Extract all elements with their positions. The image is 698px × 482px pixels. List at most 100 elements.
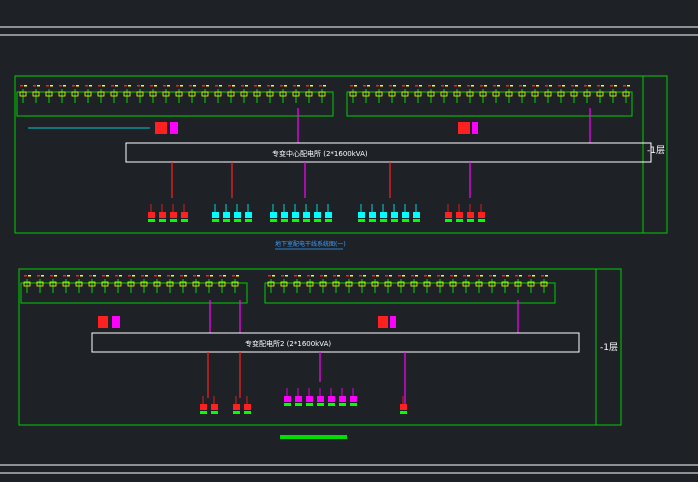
breaker-icon bbox=[218, 281, 226, 287]
panel-tag-mark bbox=[281, 275, 284, 277]
diagram-1-caption: 地下室配电干线系统图(一) bbox=[275, 240, 346, 248]
diagram-1-feeders bbox=[148, 162, 485, 222]
distribution-box-base bbox=[292, 219, 299, 222]
panel-tag-mark bbox=[202, 85, 205, 87]
transformer-icon bbox=[98, 316, 108, 328]
distribution-box-base bbox=[270, 219, 277, 222]
panel-tag-mark bbox=[171, 275, 174, 277]
panel-tag-mark bbox=[493, 85, 496, 87]
transformer-icon bbox=[378, 316, 388, 328]
distribution-box-icon bbox=[358, 212, 365, 218]
panel-tag-mark bbox=[102, 275, 105, 277]
panel-tag-mark bbox=[480, 85, 483, 87]
panel-tag-mark bbox=[354, 85, 357, 87]
panel-tag-mark bbox=[380, 85, 383, 87]
transformer-icon bbox=[472, 122, 478, 134]
diagram-2-frame bbox=[18, 268, 622, 426]
breaker-icon bbox=[401, 91, 409, 97]
panel-tag-mark bbox=[197, 275, 200, 277]
panel-tag-mark bbox=[268, 275, 271, 277]
panel-tag-mark bbox=[80, 275, 83, 277]
panel-tag-mark bbox=[571, 85, 574, 87]
panel-tag-mark bbox=[424, 275, 427, 277]
distribution-box-icon bbox=[244, 404, 251, 410]
distribution-box-base bbox=[170, 219, 177, 222]
distribution-box-base bbox=[245, 219, 252, 222]
distribution-box-base bbox=[211, 411, 218, 414]
panel-tag-mark bbox=[402, 85, 405, 87]
diagram-1-floor-label: -1层 bbox=[647, 145, 665, 156]
distribution-box-icon bbox=[292, 212, 299, 218]
panel-tag-mark bbox=[176, 85, 179, 87]
breaker-icon bbox=[45, 91, 53, 97]
breaker-icon bbox=[557, 91, 565, 97]
breaker-icon bbox=[110, 91, 118, 97]
breaker-icon bbox=[253, 91, 261, 97]
panel-tag-mark bbox=[415, 275, 418, 277]
panel-tag-mark bbox=[158, 275, 161, 277]
panel-tag-mark bbox=[467, 275, 470, 277]
panel-tag-mark bbox=[393, 85, 396, 87]
distribution-box-base bbox=[445, 219, 452, 222]
panel-tag-mark bbox=[236, 275, 239, 277]
panel-tag-mark bbox=[206, 85, 209, 87]
distribution-box-base bbox=[234, 219, 241, 222]
panel-tag-mark bbox=[484, 85, 487, 87]
panel-tag-mark bbox=[532, 85, 535, 87]
panel-tag-mark bbox=[215, 85, 218, 87]
breaker-icon bbox=[62, 281, 70, 287]
panel-tag-mark bbox=[50, 275, 53, 277]
transformer-icon bbox=[155, 122, 167, 134]
breaker-icon bbox=[501, 281, 509, 287]
distribution-box-icon bbox=[233, 404, 240, 410]
breaker-icon bbox=[88, 281, 96, 287]
panel-tag-mark bbox=[76, 85, 79, 87]
breaker-icon bbox=[440, 91, 448, 97]
distribution-box-base bbox=[380, 219, 387, 222]
panel-tag-mark bbox=[489, 275, 492, 277]
breaker-icon bbox=[114, 281, 122, 287]
panel-tag-mark bbox=[454, 85, 457, 87]
breaker-icon bbox=[332, 281, 340, 287]
distribution-box-base bbox=[339, 403, 346, 406]
distribution-box-base bbox=[325, 219, 332, 222]
breaker-icon bbox=[214, 91, 222, 97]
breaker-icon bbox=[201, 91, 209, 97]
panel-tag-mark bbox=[372, 275, 375, 277]
panel-tag-mark bbox=[311, 275, 314, 277]
distribution-box-icon bbox=[281, 212, 288, 218]
diagram-2-feeders bbox=[200, 352, 407, 414]
distribution-box-icon bbox=[212, 212, 219, 218]
panel-tag-mark bbox=[232, 275, 235, 277]
panel-tag-mark bbox=[137, 85, 140, 87]
distribution-box-icon bbox=[328, 396, 335, 402]
breaker-icon bbox=[123, 91, 131, 97]
panel-tag-mark bbox=[154, 85, 157, 87]
panel-tag-mark bbox=[584, 85, 587, 87]
panel-tag-mark bbox=[610, 85, 613, 87]
panel-tag-mark bbox=[33, 85, 36, 87]
panel-tag-mark bbox=[106, 275, 109, 277]
panel-tag-mark bbox=[219, 275, 222, 277]
diagram-1-bus-box bbox=[125, 142, 652, 163]
panel-tag-mark bbox=[445, 85, 448, 87]
distribution-box-icon bbox=[402, 212, 409, 218]
panel-tag-mark bbox=[428, 85, 431, 87]
distribution-box-base bbox=[402, 219, 409, 222]
panel-tag-mark bbox=[293, 85, 296, 87]
transformer-icon bbox=[112, 316, 120, 328]
diagram-2-bus-label: 专变配电所2 (2*1600kVA) bbox=[245, 339, 331, 348]
breaker-icon bbox=[23, 281, 31, 287]
breaker-icon bbox=[71, 91, 79, 97]
panel-tag-mark bbox=[167, 85, 170, 87]
panel-tag-mark bbox=[441, 85, 444, 87]
panel-tag-mark bbox=[219, 85, 222, 87]
breaker-icon bbox=[231, 281, 239, 287]
distribution-box-icon bbox=[270, 212, 277, 218]
panel-tag-mark bbox=[597, 85, 600, 87]
panel-tag-mark bbox=[37, 275, 40, 277]
breaker-icon bbox=[32, 91, 40, 97]
panel-tag-mark bbox=[467, 85, 470, 87]
breaker-icon bbox=[345, 281, 353, 287]
panel-tag-mark bbox=[476, 275, 479, 277]
